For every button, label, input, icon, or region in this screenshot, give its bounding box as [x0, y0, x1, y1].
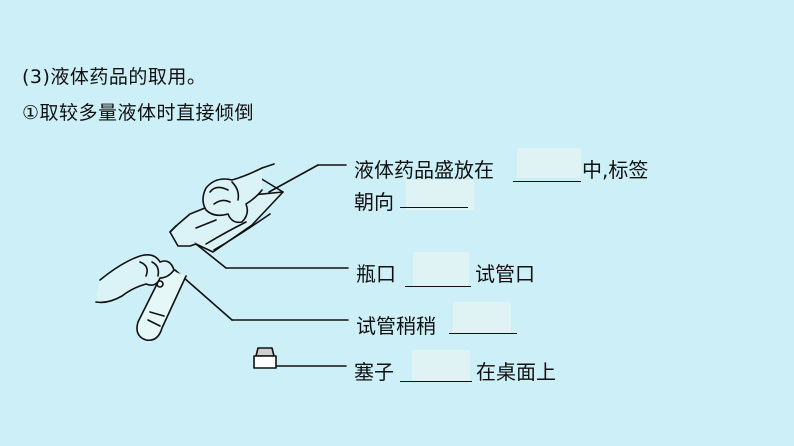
stopper	[253, 347, 277, 369]
label-facing: 朝向	[354, 190, 394, 214]
label-stopper-prefix: 塞子	[354, 360, 394, 384]
label-bottle-prefix: 液体药品盛放在	[354, 158, 494, 182]
answer-underline	[513, 181, 581, 182]
answer-blank-tube[interactable]	[453, 302, 511, 334]
hand-lower	[95, 254, 175, 304]
answer-blank-facing[interactable]	[406, 180, 474, 210]
label-tube: 试管稍稍	[356, 314, 436, 338]
label-mouth-suffix: 试管口	[475, 262, 535, 286]
answer-underline	[400, 207, 468, 208]
pointer-line-mouth	[195, 243, 227, 269]
label-stopper-suffix: 在桌面上	[476, 360, 556, 384]
label-bottle-suffix: 中,标签	[582, 158, 649, 182]
test-tube	[136, 267, 187, 342]
label-mouth-prefix: 瓶口	[356, 262, 396, 286]
hand-upper	[202, 163, 275, 224]
answer-underline	[400, 381, 472, 382]
answer-underline	[405, 286, 471, 287]
section-title: (3)液体药品的取用。	[22, 66, 207, 88]
answer-blank-stopper[interactable]	[412, 350, 470, 382]
answer-blank-container[interactable]	[517, 148, 581, 178]
answer-blank-mouth[interactable]	[413, 252, 469, 286]
pointer-line-bottle	[268, 164, 319, 193]
answer-underline	[449, 333, 517, 334]
subsection-title: ①取较多量液体时直接倾倒	[22, 102, 255, 124]
